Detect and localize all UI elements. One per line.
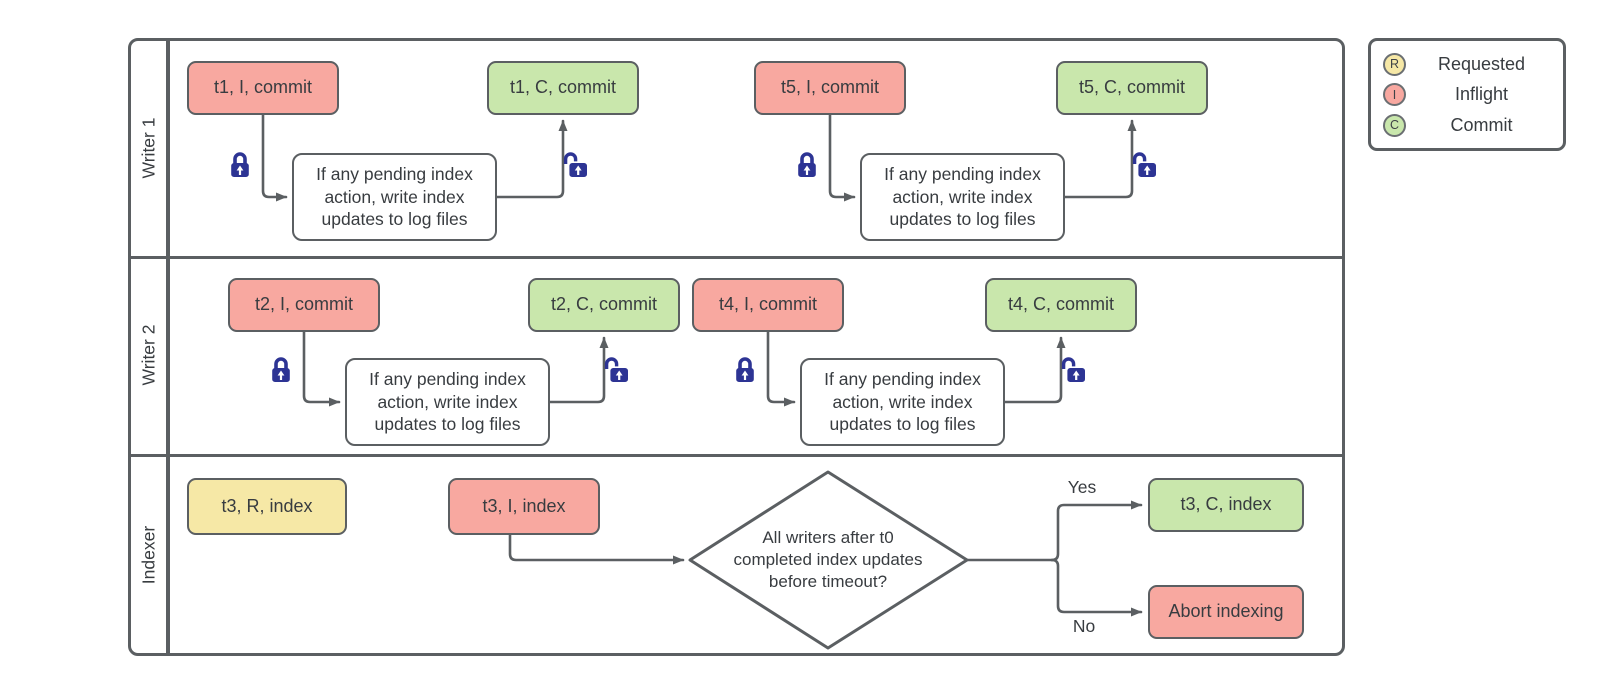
- node-t2-inflight: t2, I, commit: [228, 278, 380, 332]
- node-process-t1: If any pending index action, write index…: [292, 153, 497, 241]
- lane-divider-2: [131, 454, 1342, 457]
- swimlane-pool: [128, 38, 1345, 656]
- node-t2-commit: t2, C, commit: [528, 278, 680, 332]
- process-text-line: action, write index: [324, 186, 465, 207]
- process-text-line: action, write index: [892, 186, 1033, 207]
- process-text-line: If any pending index: [824, 368, 981, 389]
- branch-label-no: No: [1072, 616, 1096, 636]
- legend-item-commit: C Commit: [1383, 113, 1551, 137]
- node-t3-commit: t3, C, index: [1148, 478, 1304, 532]
- node-t5-inflight: t5, I, commit: [754, 61, 906, 115]
- legend: R Requested I Inflight C Commit: [1368, 38, 1566, 151]
- legend-label: Inflight: [1454, 84, 1509, 104]
- commit-swatch-icon: C: [1383, 113, 1406, 137]
- decision-text-line: All writers after t0: [762, 528, 894, 547]
- legend-item-inflight: I Inflight: [1383, 83, 1551, 106]
- process-text-line: If any pending index: [316, 163, 473, 184]
- legend-label: Requested: [1437, 53, 1526, 74]
- process-text-line: updates to log files: [374, 414, 521, 435]
- process-text-line: updates to log files: [321, 209, 468, 230]
- node-t1-inflight: t1, I, commit: [187, 61, 339, 115]
- decision-text-line: completed index updates: [733, 550, 923, 570]
- node-process-t2: If any pending index action, write index…: [345, 358, 550, 446]
- process-text-line: updates to log files: [829, 414, 976, 435]
- node-t5-commit: t5, C, commit: [1056, 61, 1208, 115]
- legend-label: Commit: [1450, 114, 1513, 135]
- lane-label-column-divider: [166, 41, 170, 653]
- process-text-line: updates to log files: [889, 209, 1036, 230]
- legend-item-requested: R Requested: [1383, 52, 1551, 76]
- branch-label-yes: Yes: [1067, 477, 1097, 497]
- inflight-swatch-icon: I: [1383, 83, 1406, 106]
- node-t4-commit: t4, C, commit: [985, 278, 1137, 332]
- node-abort-indexing: Abort indexing: [1148, 585, 1304, 639]
- process-text-line: action, write index: [377, 391, 518, 412]
- decision-text-line: before timeout?: [768, 572, 888, 592]
- lane-label-writer-1: Writer 1: [138, 117, 159, 179]
- requested-swatch-icon: R: [1383, 52, 1406, 76]
- process-text-line: If any pending index: [369, 368, 526, 389]
- node-t1-commit: t1, C, commit: [487, 61, 639, 115]
- lane-divider-1: [131, 256, 1342, 259]
- process-text-line: action, write index: [832, 391, 973, 412]
- node-process-t5: If any pending index action, write index…: [860, 153, 1065, 241]
- lane-label-writer-2: Writer 2: [138, 324, 159, 386]
- decision-text: All writers after t0 completed index upd…: [703, 527, 953, 593]
- process-text-line: If any pending index: [884, 163, 1041, 184]
- node-process-t4: If any pending index action, write index…: [800, 358, 1005, 446]
- lane-label-indexer: Indexer: [138, 525, 159, 585]
- node-t4-inflight: t4, I, commit: [692, 278, 844, 332]
- node-t3-requested: t3, R, index: [187, 478, 347, 535]
- node-t3-inflight: t3, I, index: [448, 478, 600, 535]
